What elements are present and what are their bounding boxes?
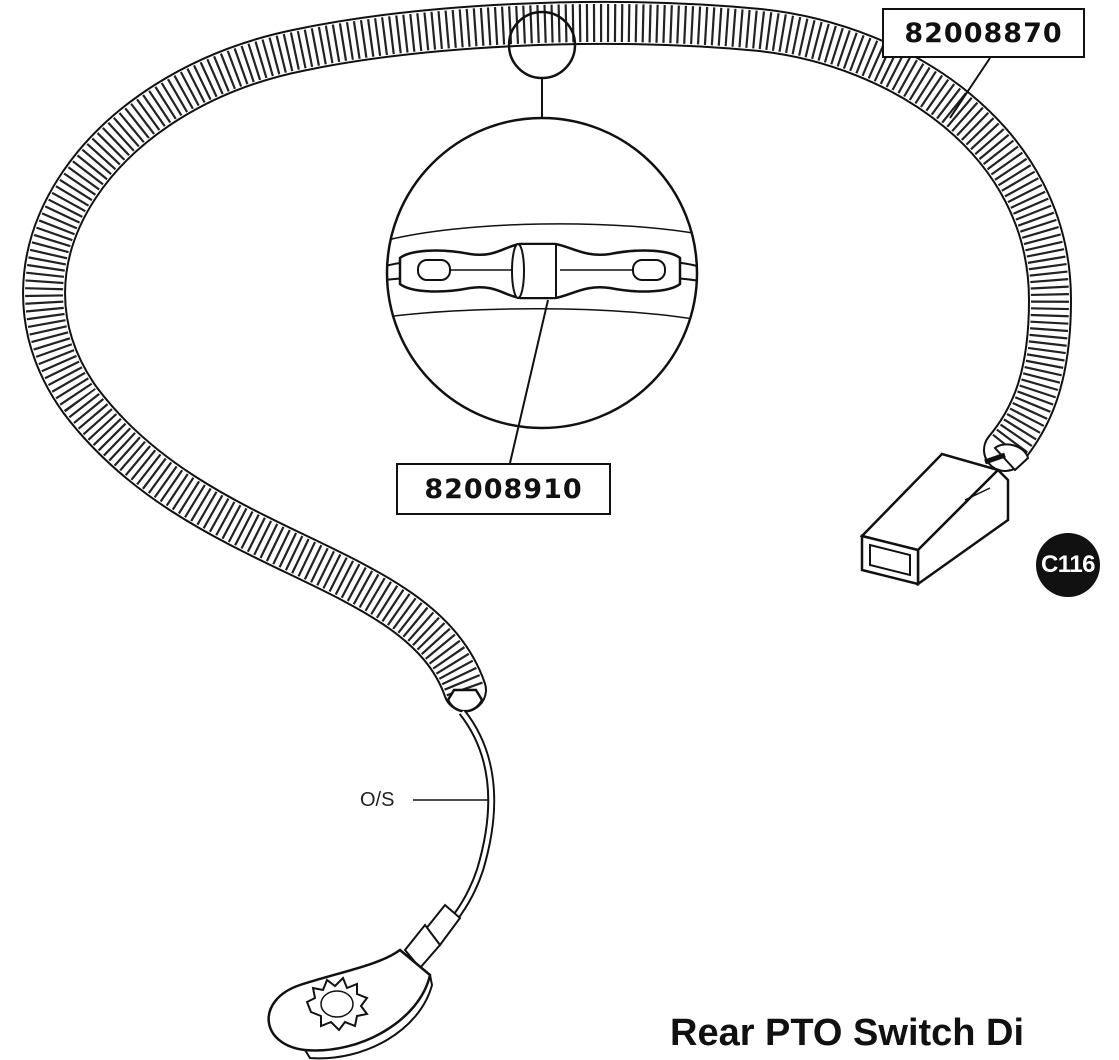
corrugated-conduit-icon	[22, 0, 1073, 712]
connector-id-badge: C116	[1036, 533, 1100, 597]
harness-leader-line	[949, 57, 991, 119]
harness-part-number-text: 82008870	[904, 17, 1063, 49]
diagram-title: Rear PTO Switch Di	[670, 1012, 1025, 1054]
wire-label: O/S	[360, 789, 395, 811]
harness-detail-callout	[507, 10, 577, 120]
fuse-part-number-text: 82008910	[424, 473, 583, 505]
harness-part-number-label: 82008870	[882, 8, 1085, 58]
fuse-part-number-label: 82008910	[396, 463, 611, 515]
connector-id-text: C116	[1040, 551, 1096, 578]
spade-connector-icon	[859, 443, 1030, 587]
wire-lead	[413, 688, 496, 938]
ring-terminal-icon	[267, 903, 462, 1060]
glass-fuse-icon	[385, 116, 699, 464]
